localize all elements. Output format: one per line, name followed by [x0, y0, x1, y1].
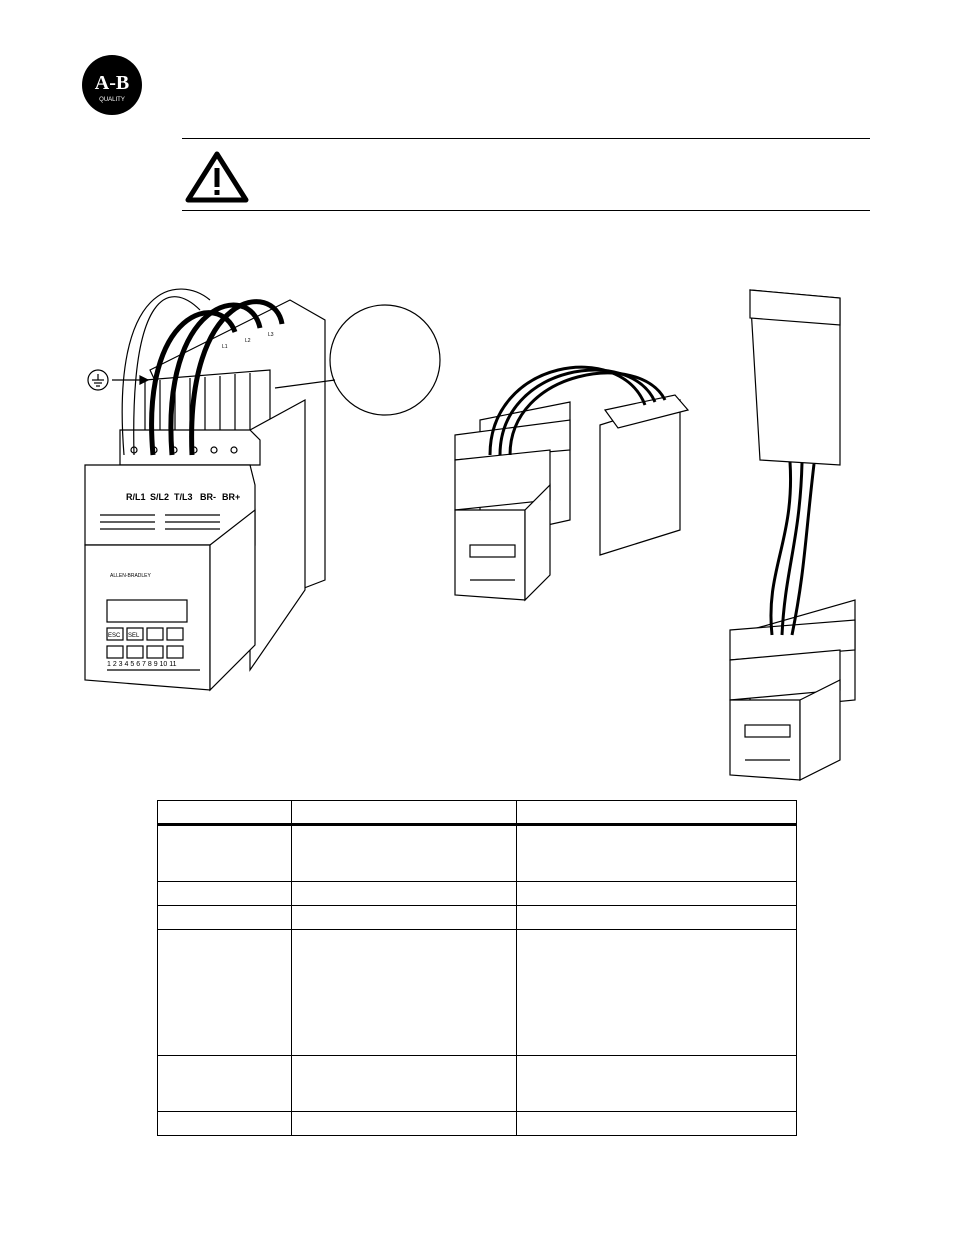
- filter-installation-drawing: R/L1 S/L2 T/L3 BR- BR+ ALLEN-BRADLEY ESC…: [84, 288, 856, 781]
- table-cell: [516, 1111, 797, 1136]
- right-filter: [749, 289, 841, 466]
- allen-bradley-logo: A-B QUALITY: [82, 55, 142, 115]
- table-cell: [291, 929, 517, 1056]
- table-cell: [291, 1055, 517, 1112]
- large-drive-brand: ALLEN-BRADLEY: [110, 573, 152, 579]
- table-header-row: [157, 800, 797, 826]
- right-drive: [729, 599, 856, 781]
- large-drive-terminal-br-plus: BR+: [222, 492, 240, 502]
- warning-bottom-rule: [182, 210, 870, 211]
- large-drive-key-esc: ESC: [108, 633, 121, 639]
- table-cell: [516, 1055, 797, 1112]
- table-cell: [516, 905, 797, 930]
- table-header-cell: [516, 800, 797, 826]
- table-cell: [291, 1111, 517, 1136]
- large-filter-l3: L3: [268, 332, 274, 338]
- table-cell: [157, 881, 292, 906]
- spec-table: [157, 800, 797, 1136]
- table-row: [157, 905, 797, 930]
- table-cell: [516, 824, 797, 882]
- table-cell: [516, 929, 797, 1056]
- large-drive-terminal-s: S/L2: [150, 492, 169, 502]
- large-drive-terminal-r: R/L1: [126, 492, 146, 502]
- large-drive-terminal-br-minus: BR-: [200, 492, 216, 502]
- table-row: [157, 929, 797, 1056]
- middle-filter: [599, 394, 690, 556]
- large-drive-key-sel: SEL: [128, 633, 140, 639]
- logo-text: A-B: [95, 72, 129, 94]
- table-row: [157, 1055, 797, 1112]
- warning-top-rule: [182, 138, 870, 139]
- table-row: [157, 881, 797, 906]
- table-cell: [291, 824, 517, 882]
- table-row: [157, 1111, 797, 1136]
- large-filter-l1: L1: [222, 344, 228, 350]
- table-cell: [157, 824, 292, 882]
- large-filter-l2: L2: [245, 338, 251, 344]
- large-drive-terminal-t: T/L3: [174, 492, 193, 502]
- large-drive-control-terminals: 1 2 3 4 5 6 7 8 9 10 11: [107, 661, 177, 668]
- table-cell: [516, 881, 797, 906]
- warning-triangle-icon: [185, 151, 249, 203]
- table-cell: [157, 905, 292, 930]
- table-cell: [157, 1111, 292, 1136]
- logo-subtext: QUALITY: [99, 97, 125, 103]
- table-header-cell: [157, 800, 292, 826]
- middle-drive: [454, 401, 571, 602]
- table-cell: [291, 881, 517, 906]
- table-row: [157, 824, 797, 882]
- table-cell: [157, 1055, 292, 1112]
- table-cell: [157, 929, 292, 1056]
- table-header-cell: [291, 800, 517, 826]
- table-cell: [291, 905, 517, 930]
